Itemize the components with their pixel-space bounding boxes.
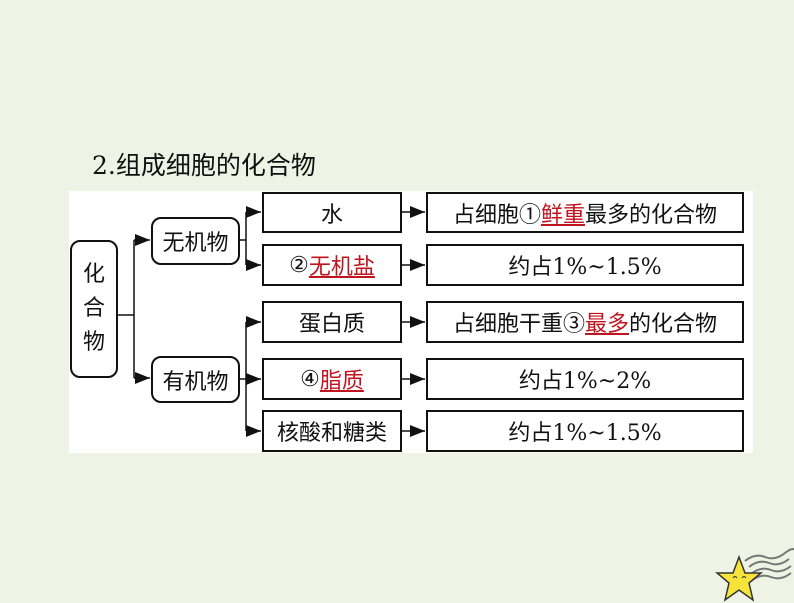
desc-suffix: 的化合物 (629, 312, 718, 337)
description-box: 约占1%~1.5% (426, 244, 744, 286)
star-mascot-icon (715, 548, 794, 602)
desc-prefix: 约占1%~1.5% (508, 421, 662, 446)
description-box: 约占1%~2% (426, 358, 744, 400)
root-char: 化 (82, 262, 105, 287)
root-compound-box: 化 合 物 (70, 240, 118, 378)
answer-text: 鲜重 (540, 202, 585, 228)
description-box: 约占1%~1.5% (426, 410, 744, 452)
inorganic-box: 无机物 (151, 217, 240, 265)
label-text: 水 (320, 202, 343, 228)
answer-text: 最多 (584, 312, 629, 337)
desc-prefix: 占细胞干重③ (452, 312, 585, 337)
label-text: 蛋白质 (298, 312, 365, 337)
category-box: 蛋白质 (262, 301, 402, 343)
label-prefix: ④ (300, 366, 320, 392)
desc-prefix: 约占1%~1.5% (508, 255, 662, 280)
desc-prefix: 约占1%~2% (518, 369, 652, 394)
answer-text: 脂质 (319, 369, 364, 394)
organic-box: 有机物 (151, 356, 240, 403)
answer-text: 无机盐 (308, 255, 375, 280)
desc-prefix: 占细胞① (452, 202, 541, 228)
root-char: 合 (82, 296, 105, 321)
label-prefix: ② (289, 252, 309, 278)
label-text: 核酸和糖类 (276, 421, 387, 446)
category-box: 核酸和糖类 (262, 410, 402, 452)
category-box: 水 (262, 192, 402, 233)
root-char: 物 (82, 330, 105, 355)
section-title: 2.组成细胞的化合物 (92, 151, 316, 180)
desc-suffix: 最多的化合物 (585, 202, 718, 228)
